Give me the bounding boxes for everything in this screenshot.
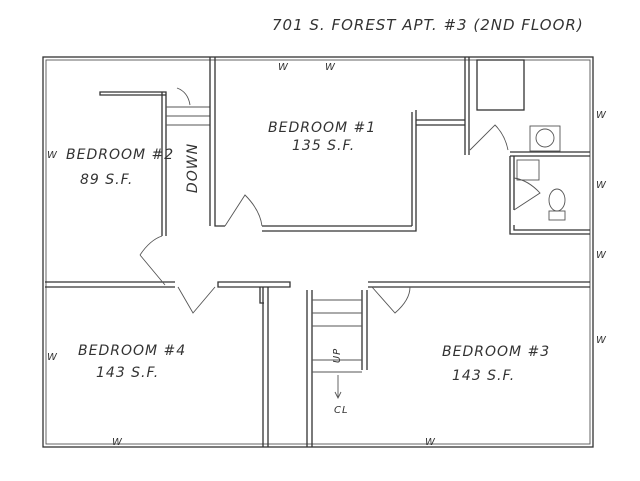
window-mark: W — [425, 437, 436, 448]
closet-label: CL — [334, 405, 349, 416]
window-mark: W — [596, 250, 607, 261]
window-mark: W — [596, 110, 607, 121]
room-name-bedroom-4: BEDROOM #4 — [78, 343, 187, 359]
window-mark: W — [112, 437, 123, 448]
room-area-bedroom-1: 135 S.F. — [292, 138, 356, 154]
room-area-bedroom-2: 89 S.F. — [80, 172, 134, 188]
window-mark: W — [596, 180, 607, 191]
room-area-bedroom-3: 143 S.F. — [452, 368, 516, 384]
room-name-bedroom-1: BEDROOM #1 — [268, 120, 377, 136]
room-area-bedroom-4: 143 S.F. — [96, 365, 160, 381]
window-mark: W — [325, 62, 336, 73]
stairs-up-label: UP — [332, 347, 344, 364]
window-mark: W — [47, 150, 58, 161]
window-mark: W — [47, 352, 58, 363]
window-mark: W — [278, 62, 289, 73]
room-name-bedroom-2: BEDROOM #2 — [66, 147, 175, 163]
plan-title: 701 S. FOREST APT. #3 (2ND FLOOR) — [272, 16, 584, 34]
stairs-down-label: DOWN — [185, 142, 202, 194]
room-name-bedroom-3: BEDROOM #3 — [442, 344, 551, 360]
walls — [42, 56, 594, 448]
window-mark: W — [596, 335, 607, 346]
